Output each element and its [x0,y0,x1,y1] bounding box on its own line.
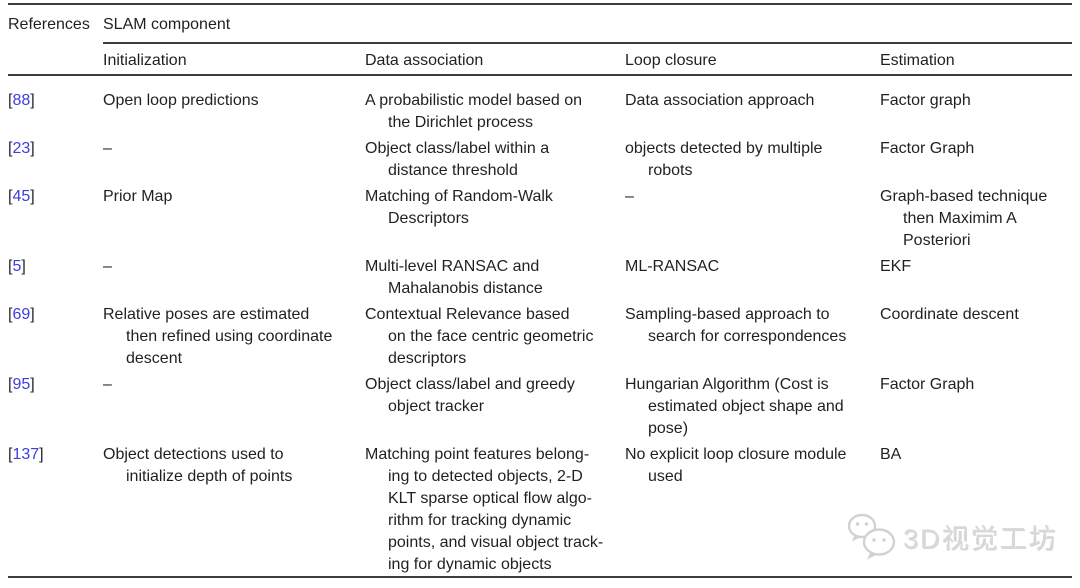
slam-component-group-header: SLAM component [103,16,231,33]
table-subheader-row: Initialization Data association Loop clo… [8,50,1072,72]
loop-closure-cell: Data association approach [625,92,815,109]
table-row: [23] – Object class/label within a dista… [8,138,1072,182]
table-row: [5] – Multi-level RANSAC and Mahalanobis… [8,256,1072,300]
table-row: [45] Prior Map Matching of Random-Walk D… [8,186,1072,252]
table-row: [69] Relative poses are estimated then r… [8,304,1072,370]
loop-closure-cell: Sampling-based approach to search for co… [625,306,847,345]
table-group-header-row: References SLAM component [8,14,1072,36]
bracket-close: ] [30,306,35,323]
loop-closure-column-header: Loop closure [625,52,717,69]
references-column-header: References [8,16,90,33]
initialization-column-header: Initialization [103,52,187,69]
initialization-cell: Prior Map [103,188,173,205]
initialization-cell: – [103,376,112,393]
estimation-cell: Factor Graph [880,376,975,393]
table-row: [137] Object detections used to initiali… [8,444,1072,576]
data-association-column-header: Data association [365,52,484,69]
citation-link-95[interactable]: 95 [12,376,31,393]
reference-cell: [5] [8,256,103,300]
bracket-open: [ [8,376,13,393]
bracket-open: [ [8,306,13,323]
estimation-cell: Factor Graph [880,140,975,157]
loop-closure-cell: ML-RANSAC [625,258,720,275]
estimation-column-header: Estimation [880,52,955,69]
reference-cell: [45] [8,186,103,252]
data-association-cell: Object class/label within a distance thr… [365,140,550,179]
bracket-close: ] [30,140,35,157]
citation-link-45[interactable]: 45 [12,188,31,205]
estimation-cell: Graph-based technique then Maximim A Pos… [880,188,1048,249]
reference-cell: [137] [8,444,103,576]
watermark: 3D视觉工坊 [846,512,1059,562]
header-body-rule [8,74,1072,76]
empty-header-cell [8,50,103,72]
initialization-cell: Open loop predictions [103,92,259,109]
reference-cell: [69] [8,304,103,370]
group-header-rule [103,42,1072,44]
wechat-icon [847,513,896,560]
data-association-cell: Object class/label and greedy object tra… [365,376,575,415]
citation-link-88[interactable]: 88 [12,92,31,109]
bracket-open: [ [8,188,13,205]
bracket-close: ] [30,92,35,109]
bracket-open: [ [8,140,13,157]
bracket-open: [ [8,258,13,275]
estimation-cell: EKF [880,258,912,275]
loop-closure-cell: – [625,188,634,205]
loop-closure-cell: objects detected by multiple robots [625,140,823,179]
reference-cell: [88] [8,90,103,134]
loop-closure-cell: No explicit loop closure module used [625,446,847,485]
loop-closure-cell: Hungarian Algorithm (Cost is estimated o… [625,376,844,437]
citation-link-137[interactable]: 137 [12,446,40,463]
table-row: [95] – Object class/label and greedy obj… [8,374,1072,440]
bracket-open: [ [8,446,13,463]
bracket-close: ] [21,258,26,275]
bracket-close: ] [30,188,35,205]
reference-cell: [95] [8,374,103,440]
data-association-cell: A probabilistic model based on the Diric… [365,92,583,131]
citation-link-5[interactable]: 5 [12,258,22,275]
table-row: [88] Open loop predictions A probabilist… [8,90,1072,134]
table-top-rule [8,3,1072,5]
estimation-cell: Coordinate descent [880,306,1019,323]
citation-link-69[interactable]: 69 [12,306,31,323]
bracket-open: [ [8,92,13,109]
initialization-cell: Object detections used to initialize dep… [103,446,293,485]
watermark-text: 3D视觉工坊 [904,524,1059,555]
citation-link-23[interactable]: 23 [12,140,31,157]
bracket-close: ] [30,376,35,393]
initialization-cell: – [103,258,112,275]
data-association-cell: Matching point features belong- ing to d… [365,446,604,573]
initialization-cell: Relative poses are estimated then refine… [103,306,333,367]
data-association-cell: Matching of Random-Walk Descriptors [365,188,553,227]
table-bottom-rule [8,576,1072,578]
bracket-close: ] [39,446,44,463]
slam-components-table: References SLAM component Initialization… [8,3,1072,578]
data-association-cell: Contextual Relevance based on the face c… [365,306,594,367]
estimation-cell: BA [880,446,902,463]
initialization-cell: – [103,140,112,157]
table-body: [88] Open loop predictions A probabilist… [8,76,1072,576]
reference-cell: [23] [8,138,103,182]
estimation-cell: Factor graph [880,92,971,109]
data-association-cell: Multi-level RANSAC and Mahalanobis dista… [365,258,543,297]
